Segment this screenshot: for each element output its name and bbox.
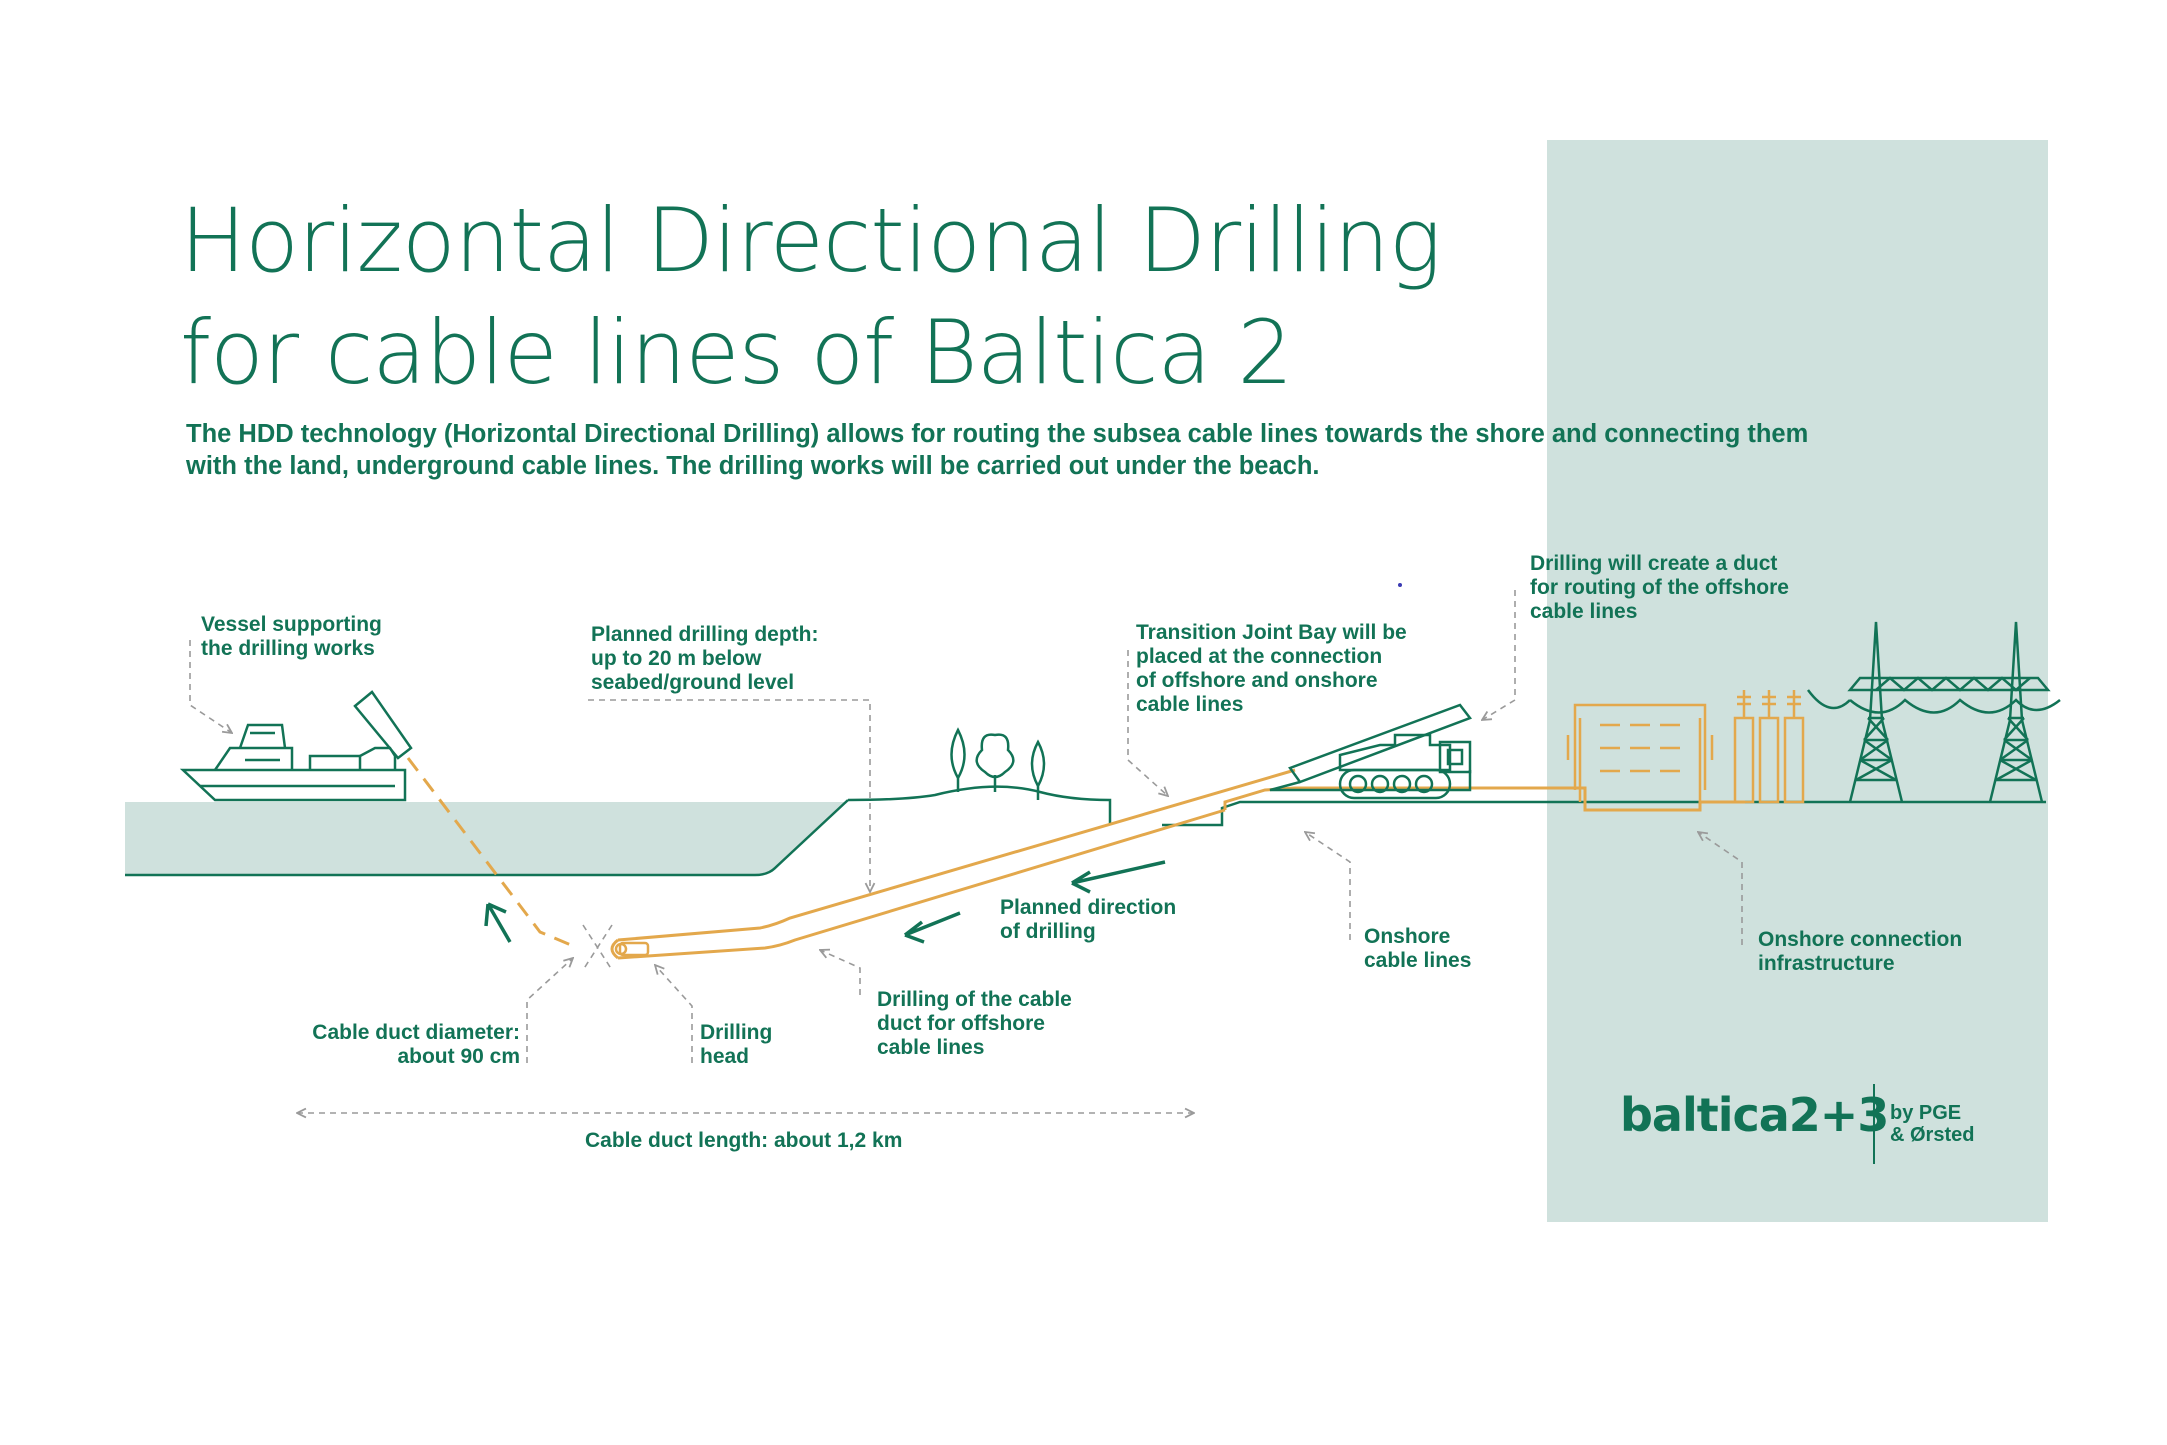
- label-duct-creation: Drilling will create a duct for routing …: [1530, 552, 1789, 623]
- leader-diameter: [526, 958, 573, 1063]
- direction-arrows: [484, 860, 1166, 944]
- baltica-logo: baltica2+3 by PGE & Ørsted: [1620, 1084, 2000, 1164]
- logo-divider: [1873, 1084, 1875, 1164]
- leader-head: [655, 965, 693, 1063]
- label-drilling-head: Drilling head: [700, 1021, 773, 1068]
- onshore-station-icon: [1566, 703, 1714, 802]
- intro-line-2: with the land, underground cable lines. …: [186, 452, 1320, 480]
- onshore-cable-line: [1223, 786, 1745, 812]
- title-line-1: Horizontal Directional Drilling: [180, 189, 1442, 292]
- ascent-arrow: [484, 902, 512, 943]
- label-onshore-cable-lines: Onshore cable lines: [1364, 925, 1472, 972]
- label-duct-diameter: Cable duct diameter: about 90 cm: [312, 1021, 520, 1068]
- cable-duct-lower: [617, 808, 1226, 960]
- cable-duct-upper: [617, 768, 1296, 942]
- seabed-line: [125, 799, 849, 877]
- label-duct-length: Cable duct length: about 1,2 km: [585, 1129, 903, 1152]
- intro-line-1: The HDD technology (Horizontal Direction…: [186, 420, 1809, 448]
- vessel-icon: [179, 690, 413, 802]
- leader-drilling-duct: [820, 950, 861, 995]
- leader-onshore-lines: [1305, 832, 1351, 940]
- sea-area: [125, 802, 845, 875]
- label-vessel: Vessel supporting the drilling works: [201, 613, 382, 660]
- drill-direction-arrow-1: [1071, 860, 1166, 894]
- onshore-highlight-panel: [1547, 140, 2048, 1222]
- drilling-rig-icon: [1269, 703, 1473, 800]
- label-onshore-infrastructure: Onshore connection infrastructure: [1758, 928, 1963, 975]
- leader-duct-create: [1482, 590, 1516, 720]
- leader-tjb: [1127, 650, 1168, 796]
- label-drilling-direction: Planned direction of drilling: [1000, 896, 1177, 943]
- cable-duct-end: [610, 938, 619, 960]
- label-drilling-depth: Planned drilling depth: up to 20 m below…: [591, 623, 819, 694]
- drill-direction-arrow-2: [903, 911, 961, 944]
- transformers-icon: [1733, 690, 1805, 804]
- label-drilling-cable-duct: Drilling of the cable duct for offshore …: [877, 988, 1072, 1059]
- intro-text: The HDD technology (Horizontal Direction…: [186, 418, 1966, 482]
- leader-onshore-infra: [1698, 832, 1743, 945]
- drilling-head-icon: [614, 941, 650, 957]
- vessel-cable-dashed: [406, 757, 579, 950]
- beach-dune-outline: [847, 785, 1112, 825]
- stray-dot: [1398, 583, 1402, 587]
- power-pylons-icon: [1806, 621, 2061, 803]
- logo-owners: by PGE & Ørsted: [1890, 1102, 1975, 1146]
- logo-wordmark: baltica2+3: [1620, 1088, 1889, 1142]
- title-line-2: for cable lines of Baltica 2: [180, 301, 1293, 404]
- page-title: Horizontal Directional Drilling for cabl…: [180, 185, 1442, 409]
- leader-lines: [189, 590, 1743, 1113]
- leader-depth: [588, 699, 870, 892]
- diameter-cross-2: [582, 924, 613, 971]
- trees-icon: [950, 727, 1046, 800]
- ground-line: [1162, 800, 2046, 827]
- label-transition-joint-bay: Transition Joint Bay will be placed at t…: [1136, 621, 1407, 716]
